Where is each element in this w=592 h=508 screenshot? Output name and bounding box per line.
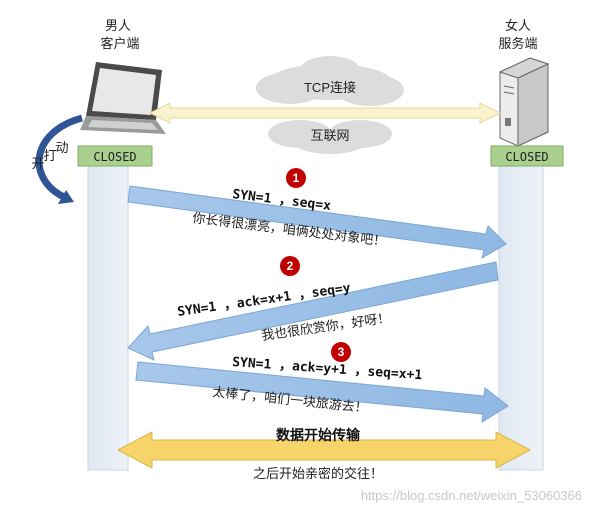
handshake-1-badge xyxy=(286,168,306,188)
tcp-label: TCP连接 xyxy=(304,80,356,95)
handshake-1-badge-text: 1 xyxy=(293,171,300,185)
active-open-char-3: 开 xyxy=(31,157,44,172)
client-state: CLOSED xyxy=(93,150,136,164)
active-open-arrow xyxy=(35,114,83,202)
handshake-3-arrow xyxy=(135,361,509,423)
client-subtitle: 客户端 xyxy=(100,36,139,52)
handshake-3-badge xyxy=(331,342,351,362)
laptop-icon xyxy=(80,62,166,134)
server-state-box xyxy=(490,145,564,167)
watermark: https://blog.csdn.net/weixin_53060366 xyxy=(361,488,582,503)
internet-label: 互联网 xyxy=(310,129,349,144)
server-icon xyxy=(498,57,550,147)
server-state: CLOSED xyxy=(505,150,548,164)
handshake-2-badge-text: 2 xyxy=(287,259,294,273)
data-transfer-arrow xyxy=(116,431,532,469)
handshake-2-badge xyxy=(280,256,300,276)
cloud-icon xyxy=(256,56,404,154)
client-lifeline xyxy=(87,151,129,471)
network-link xyxy=(148,102,502,124)
data-transfer-title: 数据开始传输 xyxy=(276,427,361,444)
data-transfer-caption: 之后开始亲密的交往！ xyxy=(253,466,383,482)
client-title: 男人 xyxy=(105,19,131,34)
server-title: 女人 xyxy=(505,18,531,34)
handshake-1-arrow xyxy=(127,185,507,260)
server-lifeline xyxy=(498,151,544,471)
client-state-box xyxy=(77,145,153,167)
handshake-2-arrow xyxy=(127,261,499,361)
handshake-3-badge-text: 3 xyxy=(338,345,345,359)
active-open-char-1: 动 xyxy=(55,141,68,156)
server-subtitle: 服务端 xyxy=(498,36,537,52)
active-open-char-2: 打 xyxy=(43,149,56,164)
